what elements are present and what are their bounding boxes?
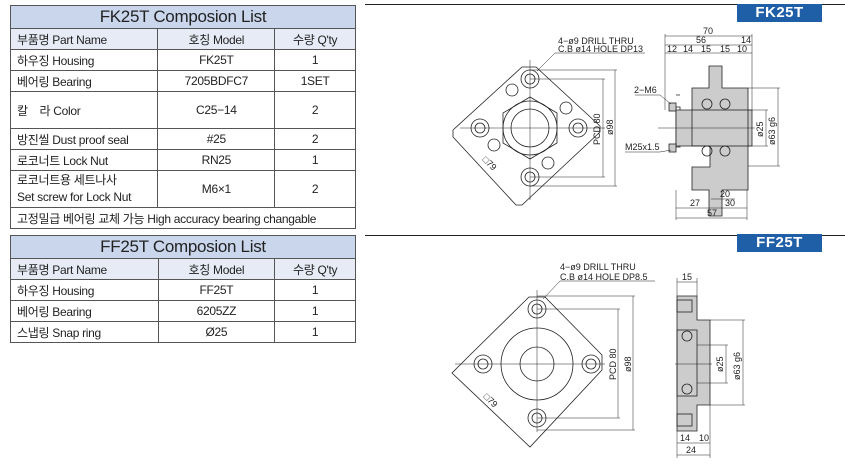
- hole-note: 4−ø9 DRILL THRU: [558, 36, 634, 46]
- part-name: 로코너트용 세트나사 Set screw for Lock Nut: [9, 170, 159, 208]
- part-name-en: Set screw for Lock Nut: [17, 190, 132, 204]
- hole-note: 4−ø9 DRILL THRU: [560, 262, 636, 272]
- model: M6×1: [157, 170, 276, 208]
- dia63-label: ø63 g6: [732, 352, 742, 380]
- qty: 2: [274, 170, 356, 208]
- fk25t-composition-table: FK25T Composion List 부품명 Part Name 호칭 Mo…: [9, 5, 356, 229]
- dim-15: 15: [682, 272, 692, 282]
- dim-56: 56: [696, 35, 706, 45]
- section-divider: [365, 235, 845, 236]
- section-divider: [365, 4, 845, 5]
- dim-10: 10: [699, 433, 709, 443]
- dim-14: 14: [683, 44, 693, 54]
- hole-note: C.B ø14 HOLE DP8.5: [560, 272, 648, 282]
- m25-label: M25x1.5: [625, 142, 660, 152]
- dia98-label: ø98: [623, 356, 633, 372]
- header-qty: 수량 Q'ty: [274, 258, 356, 280]
- ff25t-side-view: 15 ø25 ø63 g6 14 10 24: [675, 272, 745, 458]
- dim-24: 24: [686, 445, 696, 455]
- table-title: FF25T Composion List: [10, 235, 356, 259]
- fk25t-badge: FK25T: [737, 4, 822, 22]
- table-note-row: 고정밀급 베어링 교체 가능 High accuracy bearing cha…: [10, 207, 356, 229]
- ff25t-badge: FF25T: [737, 234, 822, 252]
- dim-70: 70: [703, 26, 713, 36]
- ff25t-composition-table: FF25T Composion List 부품명 Part Name 호칭 Mo…: [10, 235, 356, 343]
- m6-label: 2−M6: [634, 85, 657, 95]
- dia63-label: ø63 g6: [767, 117, 777, 145]
- model: #25: [157, 128, 276, 150]
- fk25t-front-view: 4−ø9 DRILL THRU C.B ø14 HOLE DP13 PCD 80…: [452, 36, 645, 206]
- pcd-label: PCD 80: [608, 348, 618, 380]
- dim-14: 14: [741, 35, 751, 45]
- qty: 1: [274, 321, 356, 343]
- table-title: FK25T Composion List: [10, 5, 356, 29]
- qty: 2: [274, 91, 356, 129]
- dia98-label: ø98: [605, 119, 615, 135]
- hole-note: C.B ø14 HOLE DP13: [558, 44, 643, 54]
- pcd-label: PCD 80: [592, 113, 602, 145]
- part-name: 방진씰 Dust proof seal: [9, 128, 159, 150]
- dim-57: 57: [707, 208, 717, 218]
- dim-27: 27: [690, 198, 700, 208]
- dim-14: 14: [680, 433, 690, 443]
- part-name: 하우징 Housing: [9, 49, 159, 71]
- dia25-label: ø25: [755, 121, 765, 137]
- dim-15: 15: [720, 44, 730, 54]
- dim-15: 15: [701, 44, 711, 54]
- table-note: 고정밀급 베어링 교체 가능 High accuracy bearing cha…: [10, 207, 356, 229]
- dim-10: 10: [737, 44, 747, 54]
- dim-12: 12: [667, 44, 677, 54]
- part-name: 칼 라 Color: [9, 91, 159, 129]
- dim-20: 20: [720, 189, 730, 199]
- header-model: 호칭 Model: [157, 258, 276, 280]
- part-name-ko: 로코너트용 세트나사: [17, 173, 117, 187]
- dia25-label: ø25: [715, 356, 725, 372]
- ff25t-front-view: 4−ø9 DRILL THRU C.B ø14 HOLE DP8.5 PCD 8…: [451, 262, 655, 448]
- table-header: 부품명 Part Name 호칭 Model 수량 Q'ty: [10, 258, 356, 280]
- dim-30: 30: [725, 198, 735, 208]
- header-part-name: 부품명 Part Name: [10, 258, 159, 280]
- sq79-label: □79: [482, 391, 500, 409]
